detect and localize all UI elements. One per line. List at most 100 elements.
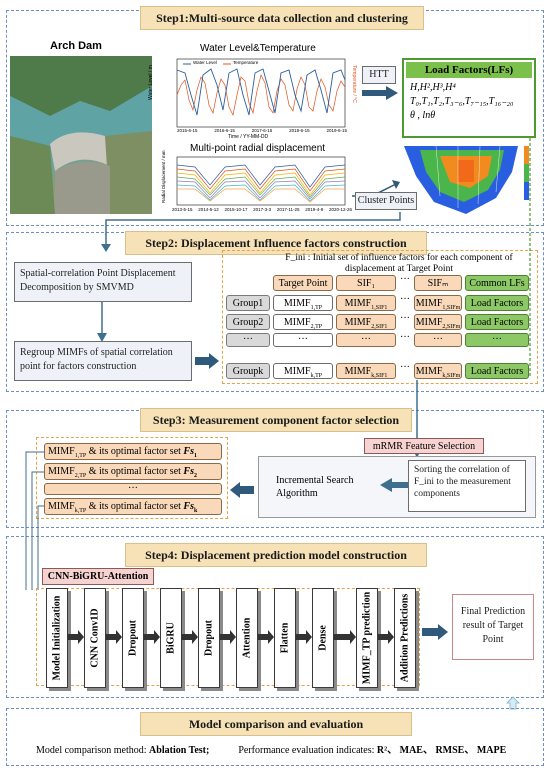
group-label: Group2 [226, 314, 270, 330]
disp-xtick: 2020-12-26 [328, 207, 352, 212]
step4-section [6, 536, 544, 698]
group-label: Groupk [226, 363, 270, 379]
mimf-text: MIMF [344, 317, 372, 328]
header-sifm: SIFₘ [414, 275, 462, 291]
wl-chart-title: Water Level&Temperature [200, 43, 316, 54]
header-common-lfs: Common LFs [465, 275, 529, 291]
mimf-sub: 1,TP [74, 453, 87, 459]
row-dots: ··· [400, 294, 410, 305]
disp-xtick: 2014-5-12 [198, 207, 219, 212]
mimf-sub: 1,SIFm [442, 305, 461, 311]
optimal-set-dots: ··· [44, 483, 222, 495]
arrow-search-to-sets [230, 482, 254, 498]
step4-title: Step4: Displacement prediction model con… [125, 543, 427, 567]
lf-line2: T₀,T₁,T₂,T₃₋₆,T₇₋₁₅,T₁₆₋₂₀ [410, 96, 514, 107]
arrow-model-to-final [422, 624, 448, 640]
water-level-temperature-chart [176, 58, 346, 128]
lf-line1: H,H²,H³,H⁴ [410, 82, 456, 93]
perf-value: R²、 MAE、 RMSE、 MAPE [376, 745, 507, 756]
method-value: Ablation Test; [149, 745, 210, 756]
disp-xtick: 2017-11-25 [276, 207, 300, 212]
disp-xtick: 2017-3-3 [253, 207, 272, 212]
layer-dropout: Dropout [198, 588, 220, 688]
mimf-sub: 2,TP [310, 324, 323, 330]
layer-model-initialization: Model Initialization [46, 588, 68, 688]
optimal-set-item: MIMF1,TP & its optimal factor set Fs1 [44, 443, 222, 460]
sets-to-model-lines [25, 451, 44, 590]
decomposition-box: Spatial-correlation Point Displacement D… [14, 262, 192, 302]
fs-sub: 2 [193, 473, 197, 479]
disp-xtick: 2019-4-9 [305, 207, 324, 212]
finit-description: F_ini : Initial set of influence factors… [282, 253, 516, 275]
wl-ylabel-left: Water Level / m [148, 65, 154, 100]
mimf-sub: 2,TP [74, 473, 87, 479]
cluster-points-box: Cluster Points [355, 192, 417, 210]
wl-xtick: 2018-6-15 [289, 128, 310, 133]
mimf-sub: k,TP [310, 373, 323, 379]
row-dots: ··· [400, 313, 410, 324]
mimf-text: MIMF [415, 366, 443, 377]
mimf-text: MIMF [283, 366, 311, 377]
fs-label: Fs [183, 466, 194, 477]
wl-xtick: 2016-6-15 [214, 128, 235, 133]
mimf-text: MIMF [344, 298, 372, 309]
layer-dense: Dense [312, 588, 334, 688]
lf-link-dashed [529, 138, 531, 378]
eval-section [6, 708, 544, 766]
radial-displacement-chart [176, 156, 346, 206]
mimf-tp-cell: MIMF2,TP [273, 314, 333, 330]
disp-ylabel: Radial Displacement / mm [161, 150, 166, 203]
mimf-tp-cell: MIMF1,TP [273, 295, 333, 311]
lf-line3: θ , lnθ [410, 110, 436, 121]
header-dots: ··· [400, 274, 410, 285]
step3-title: Step3: Measurement component factor sele… [140, 408, 412, 432]
model-frame [36, 588, 420, 686]
mimf-sub: k,SIFm [442, 373, 461, 379]
layer-flatten: Flatten [274, 588, 296, 688]
wl-xlabel: Time / YY-MM-DD [228, 134, 269, 140]
mimf-sub: 2,SIF1 [371, 324, 388, 330]
mimf-sub: k,SIF1 [371, 373, 388, 379]
wl-xtick: 2015-6-15 [177, 128, 198, 133]
mimf-sub: 1,SIF1 [371, 305, 388, 311]
layer-dropout: Dropout [122, 588, 144, 688]
row-dots: ··· [400, 332, 410, 343]
factors-table-frame [222, 250, 538, 384]
mimf-sifm-cell: MIMF1,SIFm [414, 295, 462, 311]
disp-xtick: 2015-10-17 [224, 207, 248, 212]
arrow-sort-to-search [380, 478, 408, 492]
step1-title: Step1:Multi-source data collection and c… [140, 6, 424, 30]
eval-title: Model comparison and evaluation [140, 712, 412, 736]
load-factors-box: Load Factors(LFs) H,H²,H³,H⁴ T₀,T₁,T₂,T₃… [402, 58, 536, 138]
mimf-tp-cell: MIMFk,TP [273, 363, 333, 379]
header-sif1: SIF₁ [336, 275, 396, 291]
arrow-htt-to-lf [362, 86, 398, 100]
wl-xticks: 2015-6-15 2016-6-15 2017-6-15 2018-6-15 … [177, 128, 347, 133]
layer-addition-predictions: Addition Predictions [394, 588, 416, 688]
optimal-set-item: MIMFk,TP & its optimal factor set Fsk [44, 498, 222, 515]
lf-title: Load Factors(LFs) [406, 62, 532, 78]
mimf-text: MIMF [415, 298, 443, 309]
mimf-text: MIMF [283, 298, 311, 309]
wl-legend-temp: Temperature [233, 60, 259, 65]
mimf-text: MIMF [415, 317, 443, 328]
final-prediction-box: Final Prediction result of Target Point [452, 594, 534, 660]
mimf-text: MIMF [344, 366, 372, 377]
header-target-point: Target Point [273, 275, 333, 291]
finit-text: F_ini : Initial set of influence factors… [285, 253, 513, 274]
wl-xtick: 2019-6-15 [326, 128, 347, 133]
perf-prefix: Performance evaluation indicates: [238, 745, 377, 756]
fs-label: Fs [183, 501, 194, 512]
arrow-dam-to-step2 [101, 212, 401, 252]
load-factors-cell: Load Factors [465, 314, 529, 330]
disp-chart-title: Multi-point radial displacement [190, 143, 326, 154]
wl-xtick: 2017-6-15 [251, 128, 273, 133]
item-text: & its optimal factor set [86, 501, 184, 512]
mimf-sub: 2,SIFm [442, 324, 461, 330]
sorting-box: Sorting the correlation of F_ini to the … [408, 460, 526, 512]
method-prefix: Model comparison method: [36, 745, 150, 756]
fs-sub: 1 [193, 453, 197, 459]
disp-xtick: 2013-5-15 [172, 207, 193, 212]
mimf-tp-cell: ··· [273, 333, 333, 347]
optimal-sets-frame [36, 437, 228, 519]
